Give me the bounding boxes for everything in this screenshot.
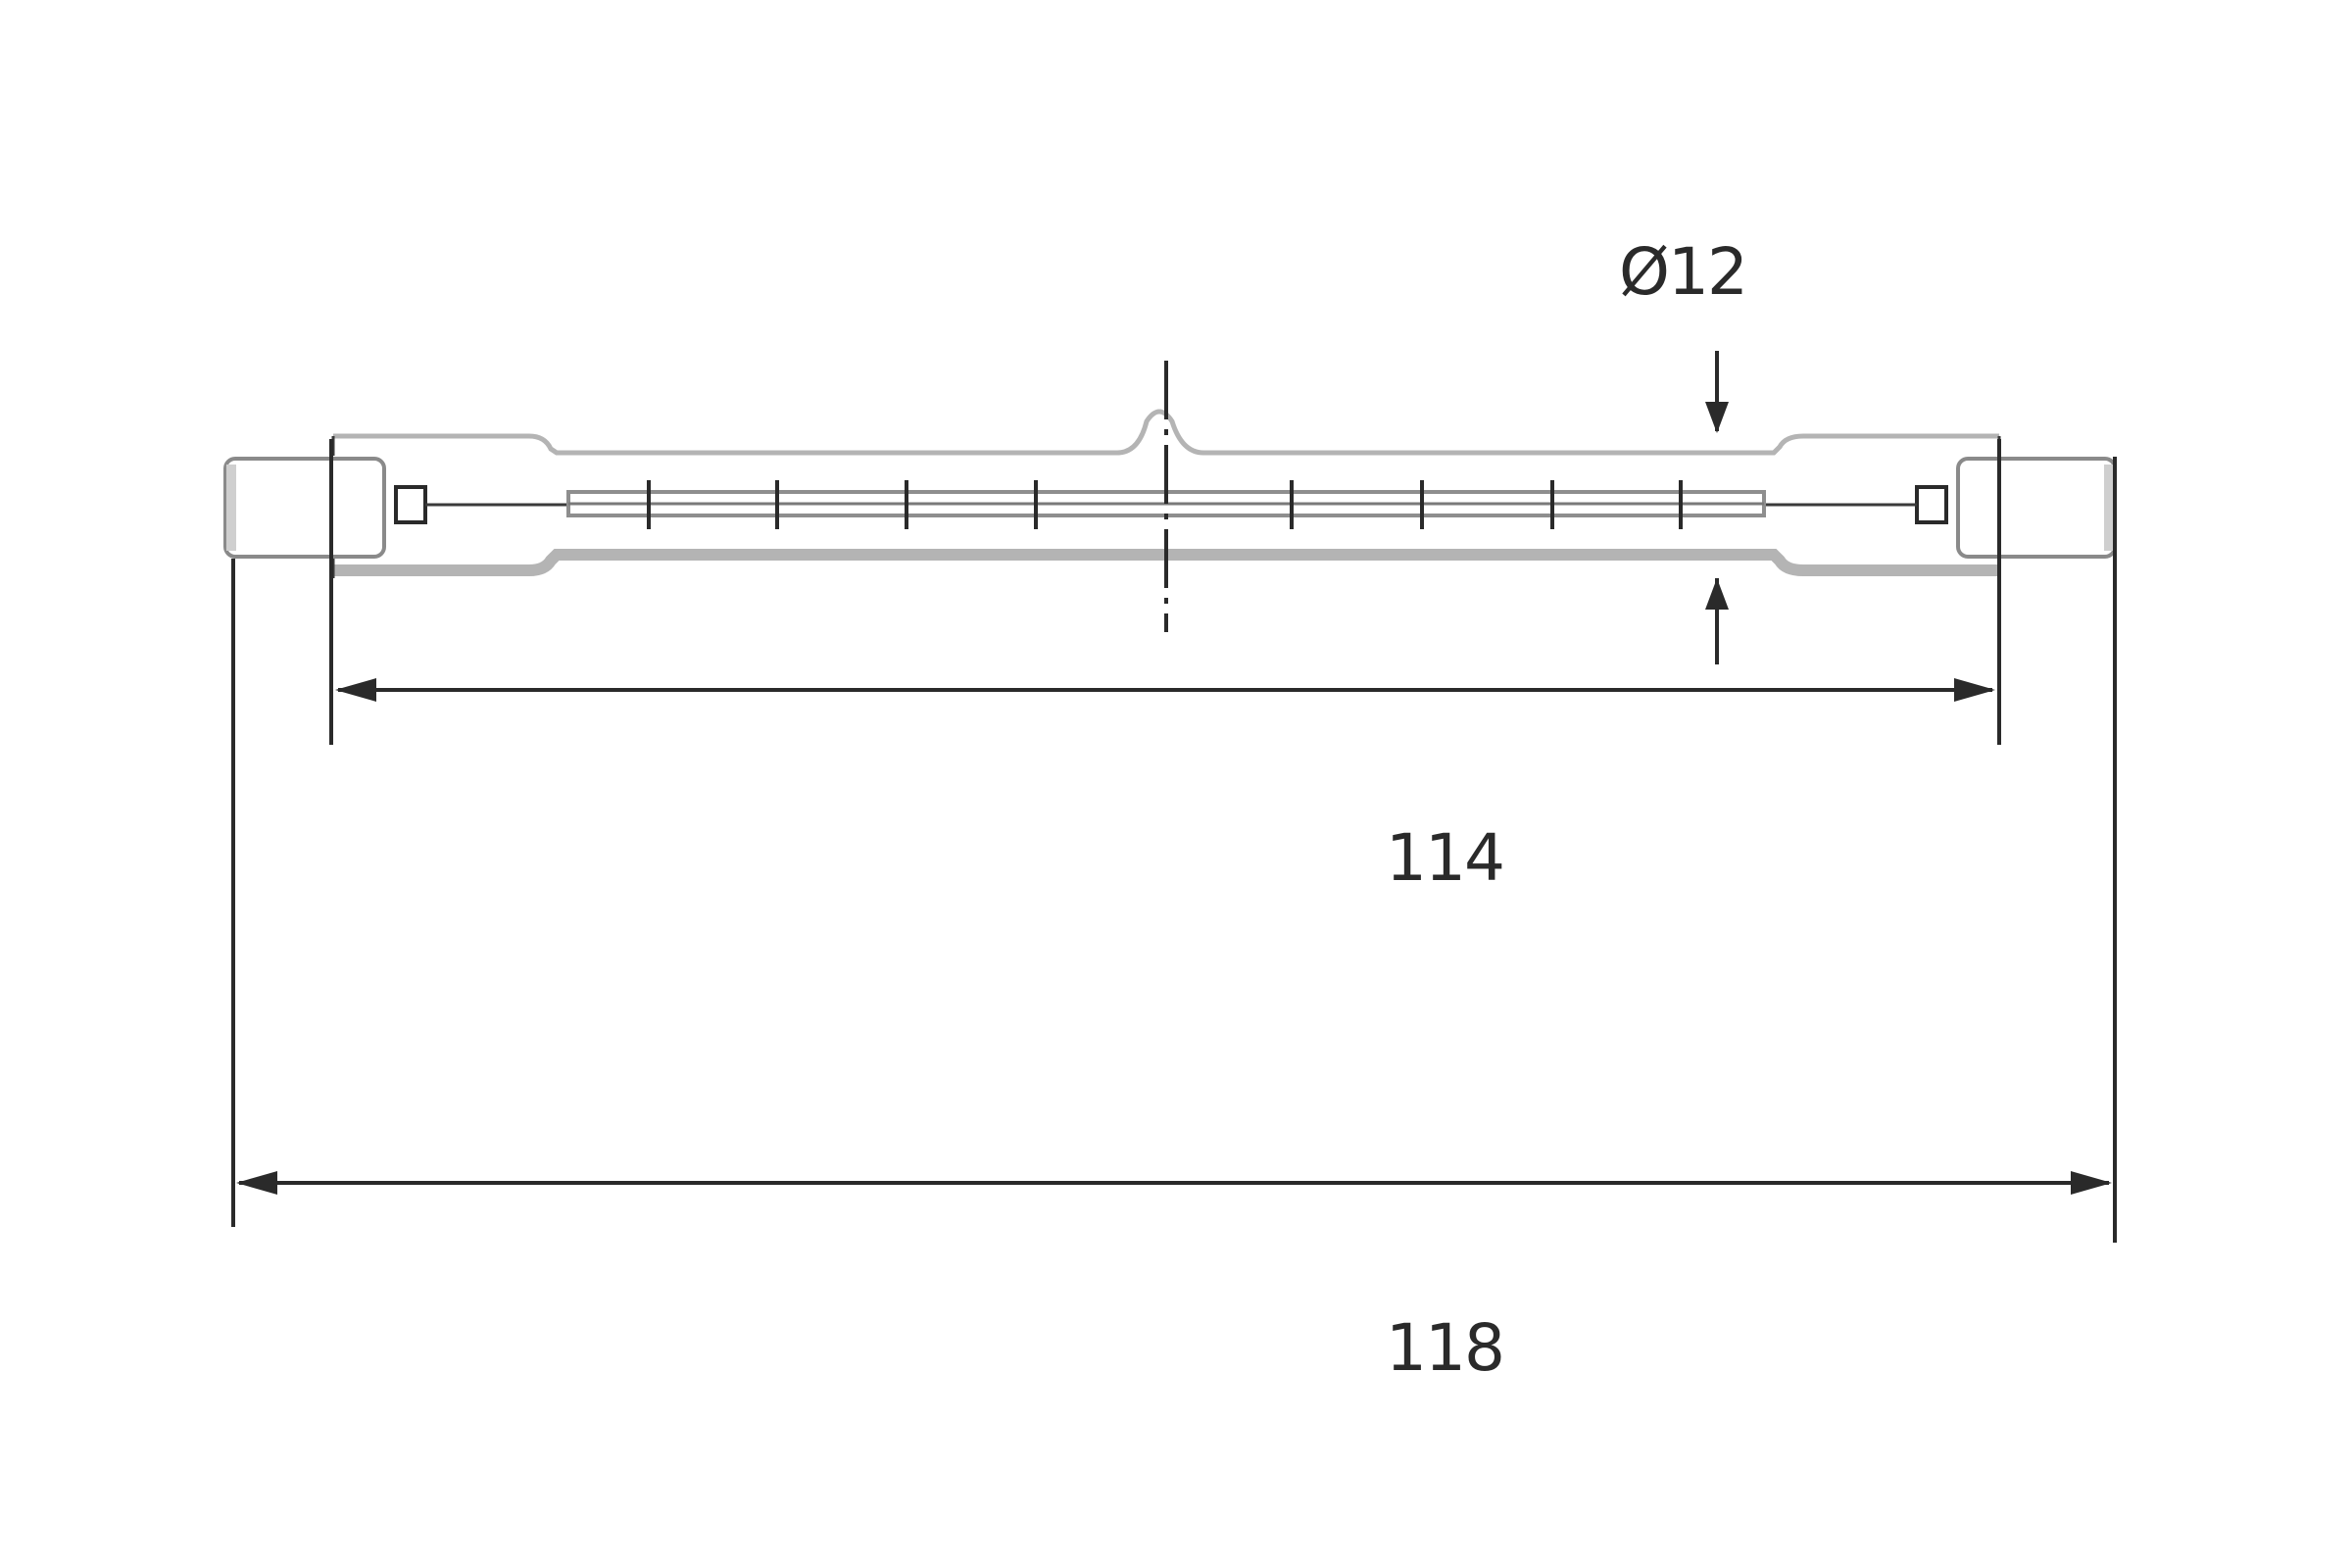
right-contact xyxy=(1915,485,1948,524)
diameter-arrow-top-head xyxy=(1705,402,1729,433)
overall-length-label: 118 xyxy=(1386,1310,1503,1386)
halogen-lamp xyxy=(223,361,2117,632)
diameter-label: Ø12 xyxy=(1619,234,1746,310)
filament-supports xyxy=(647,480,1683,529)
inner-length-label: 114 xyxy=(1386,820,1503,896)
overall-arrow-right xyxy=(2071,1171,2112,1195)
inner-arrow-left xyxy=(335,678,376,702)
left-end-cap xyxy=(223,457,386,559)
left-contact xyxy=(394,485,427,524)
diameter-dimension: Ø12 xyxy=(1619,234,1748,664)
overall-length-dimension: 118 xyxy=(231,457,2117,1386)
diameter-arrow-bottom-head xyxy=(1705,578,1729,610)
quartz-tube-outline xyxy=(333,409,1999,456)
inner-length-dimension: 114 xyxy=(329,439,2001,896)
right-end-cap xyxy=(1956,457,2117,559)
inner-arrow-right xyxy=(1954,678,1995,702)
overall-arrow-left xyxy=(236,1171,277,1195)
